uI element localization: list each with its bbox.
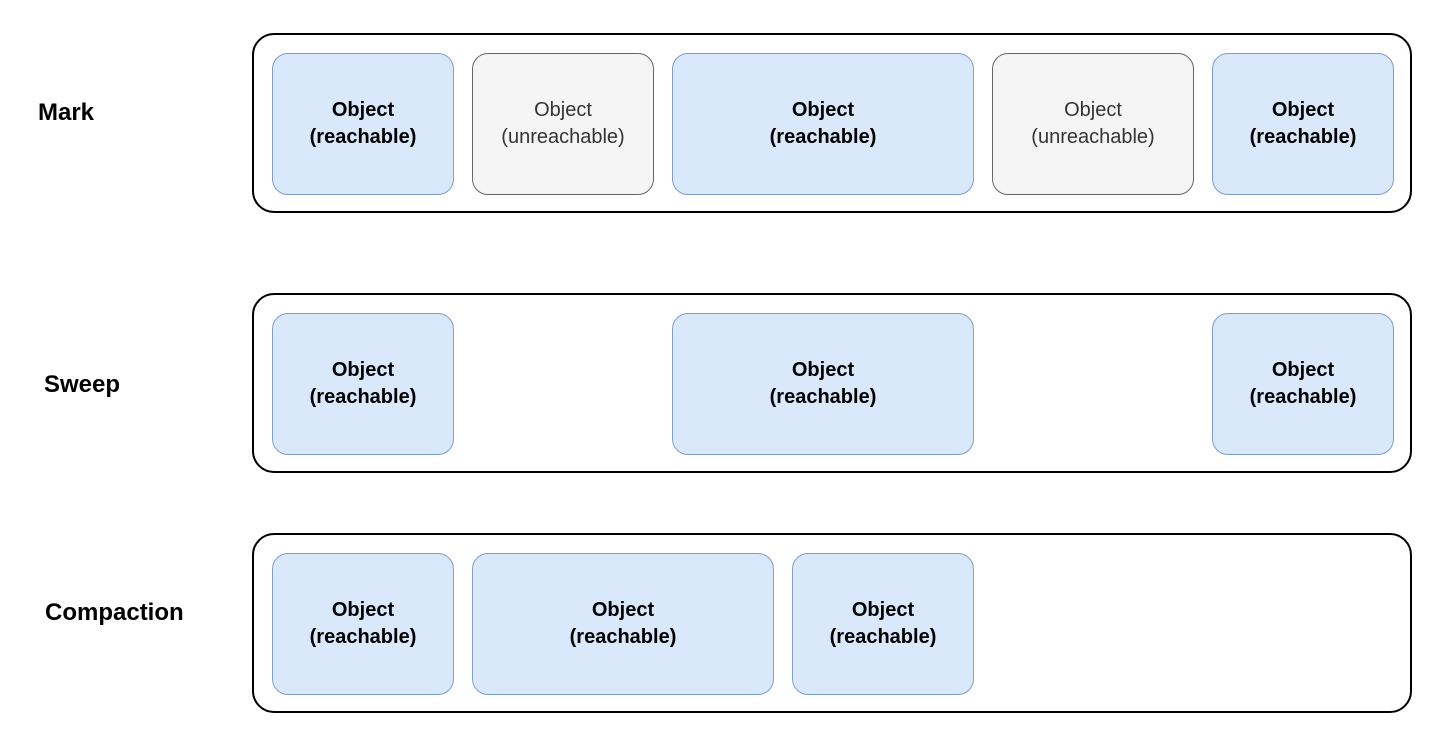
object-title: Object: [1271, 99, 1335, 121]
object-reachable: Object (reachable): [472, 553, 774, 695]
object-state: (reachable): [309, 126, 417, 148]
object-title: Object: [1064, 99, 1122, 121]
phase-label-mark: Mark: [38, 99, 95, 126]
object-reachable: Object (reachable): [272, 553, 454, 695]
object-state: (reachable): [1249, 126, 1357, 148]
object-title: Object: [791, 359, 855, 381]
object-state: (reachable): [769, 386, 877, 408]
object-reachable: Object (reachable): [1212, 313, 1394, 455]
object-reachable: Object (reachable): [672, 53, 974, 195]
object-reachable: Object (reachable): [272, 53, 454, 195]
object-state: (unreachable): [501, 126, 625, 148]
object-reachable: Object (reachable): [1212, 53, 1394, 195]
object-reachable: Object (reachable): [672, 313, 974, 455]
object-title: Object: [851, 599, 915, 621]
phase-label-compaction: Compaction: [45, 599, 184, 626]
object-state: (reachable): [569, 626, 677, 648]
object-title: Object: [791, 99, 855, 121]
object-title: Object: [331, 99, 395, 121]
heap-lane-compaction: Object (reachable) Object (reachable) Ob…: [252, 533, 1412, 713]
object-state: (reachable): [829, 626, 937, 648]
heap-lane-mark: Object (reachable) Object (unreachable) …: [252, 33, 1412, 213]
object-state: (reachable): [769, 126, 877, 148]
object-state: (unreachable): [1031, 126, 1155, 148]
object-state: (reachable): [1249, 386, 1357, 408]
object-unreachable: Object (unreachable): [472, 53, 654, 195]
phase-label-sweep: Sweep: [44, 371, 121, 398]
object-title: Object: [331, 359, 395, 381]
object-state: (reachable): [309, 626, 417, 648]
object-unreachable: Object (unreachable): [992, 53, 1194, 195]
object-title: Object: [534, 99, 592, 121]
object-reachable: Object (reachable): [792, 553, 974, 695]
object-reachable: Object (reachable): [272, 313, 454, 455]
object-state: (reachable): [309, 386, 417, 408]
object-title: Object: [591, 599, 655, 621]
object-title: Object: [1271, 359, 1335, 381]
heap-lane-sweep: Object (reachable) Object (reachable) Ob…: [252, 293, 1412, 473]
object-title: Object: [331, 599, 395, 621]
